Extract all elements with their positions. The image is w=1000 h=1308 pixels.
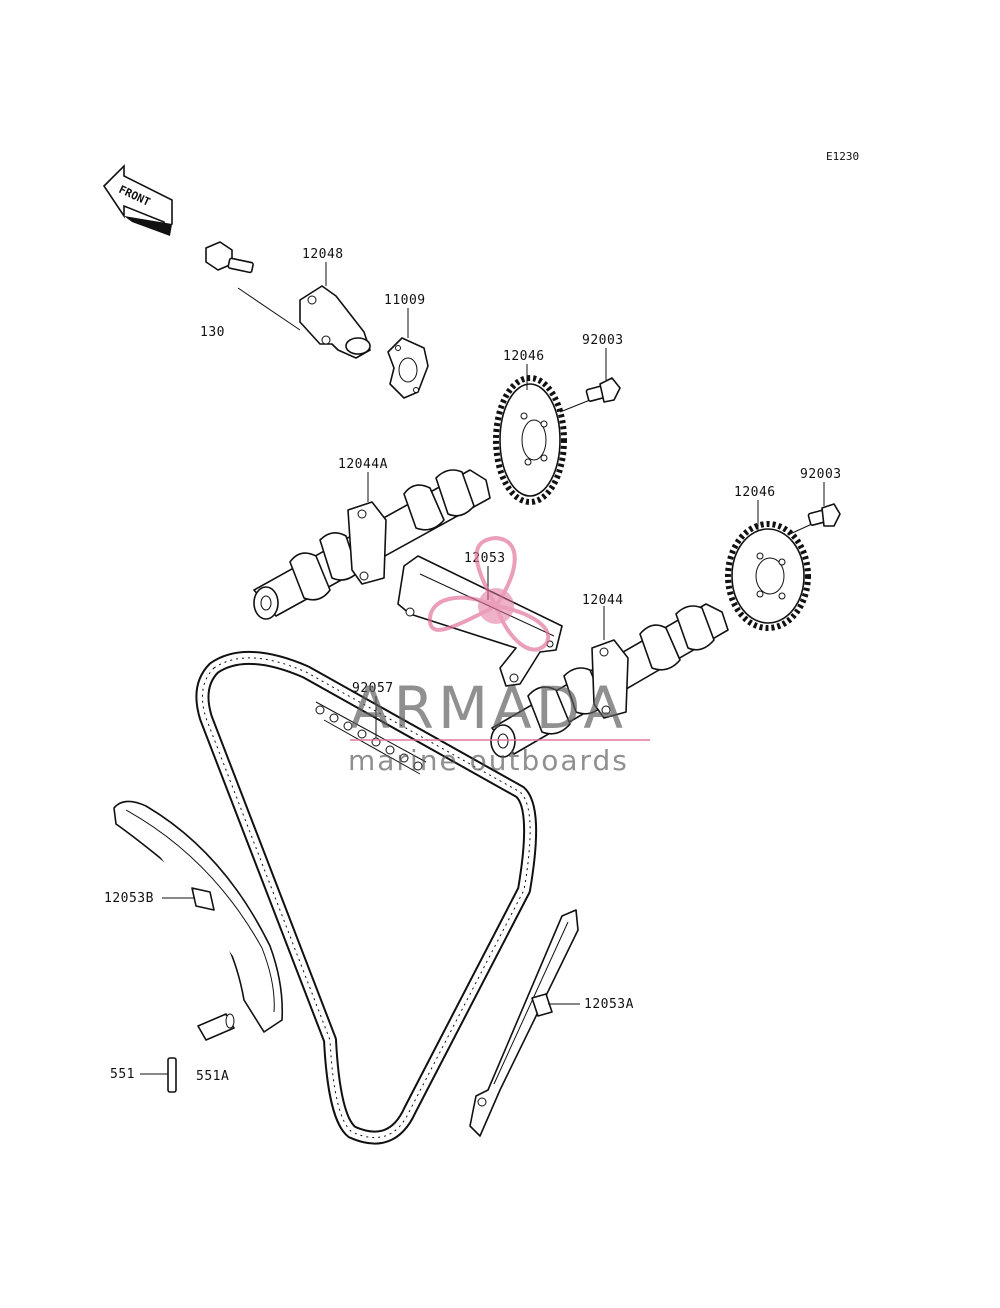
- part-label-551: 551: [110, 1067, 135, 1082]
- watermark: ARMADA marine outboards: [348, 535, 650, 777]
- propeller-logo-icon: [427, 535, 550, 652]
- sprocket-bolt-right: [789, 503, 841, 535]
- tensioner-bolt: [205, 241, 254, 274]
- watermark-tagline: marine outboards: [348, 744, 629, 777]
- cam-chain-tensioner: [299, 285, 371, 359]
- part-label-12053b: 12053B: [104, 891, 154, 906]
- camshaft-sprocket-intake: [725, 521, 811, 631]
- front-chain-guide: [469, 909, 579, 1137]
- rear-chain-guide: [113, 800, 284, 1033]
- part-label-92003-right: 92003: [800, 467, 842, 482]
- tensioner-gasket: [387, 337, 429, 399]
- guide-pin-551a: [197, 1013, 235, 1041]
- part-label-12053a: 12053A: [584, 997, 634, 1012]
- part-label-12046-top: 12046: [503, 349, 545, 364]
- part-label-130: 130: [200, 325, 225, 340]
- part-label-11009: 11009: [384, 293, 426, 308]
- part-label-92003-top: 92003: [582, 333, 624, 348]
- diagram-code: E1230: [826, 150, 859, 163]
- guide-pin-551: [167, 1057, 177, 1093]
- sprocket-bolt-top: [559, 377, 621, 413]
- front-arrow-icon: FRONT: [102, 164, 173, 236]
- part-label-12048: 12048: [302, 247, 344, 262]
- part-label-551a: 551A: [196, 1069, 229, 1084]
- part-label-12044: 12044: [582, 593, 624, 608]
- part-label-12046-right: 12046: [734, 485, 776, 500]
- watermark-brand: ARMADA: [350, 674, 627, 742]
- cam-chain: [195, 650, 538, 1145]
- part-label-92057: 92057: [352, 681, 394, 696]
- camshaft-sprocket-exhaust: [493, 375, 567, 505]
- part-label-12044a: 12044A: [338, 457, 388, 472]
- part-label-12053: 12053: [464, 551, 506, 566]
- exhaust-camshaft: [253, 469, 491, 620]
- upper-chain-guide: [397, 555, 563, 687]
